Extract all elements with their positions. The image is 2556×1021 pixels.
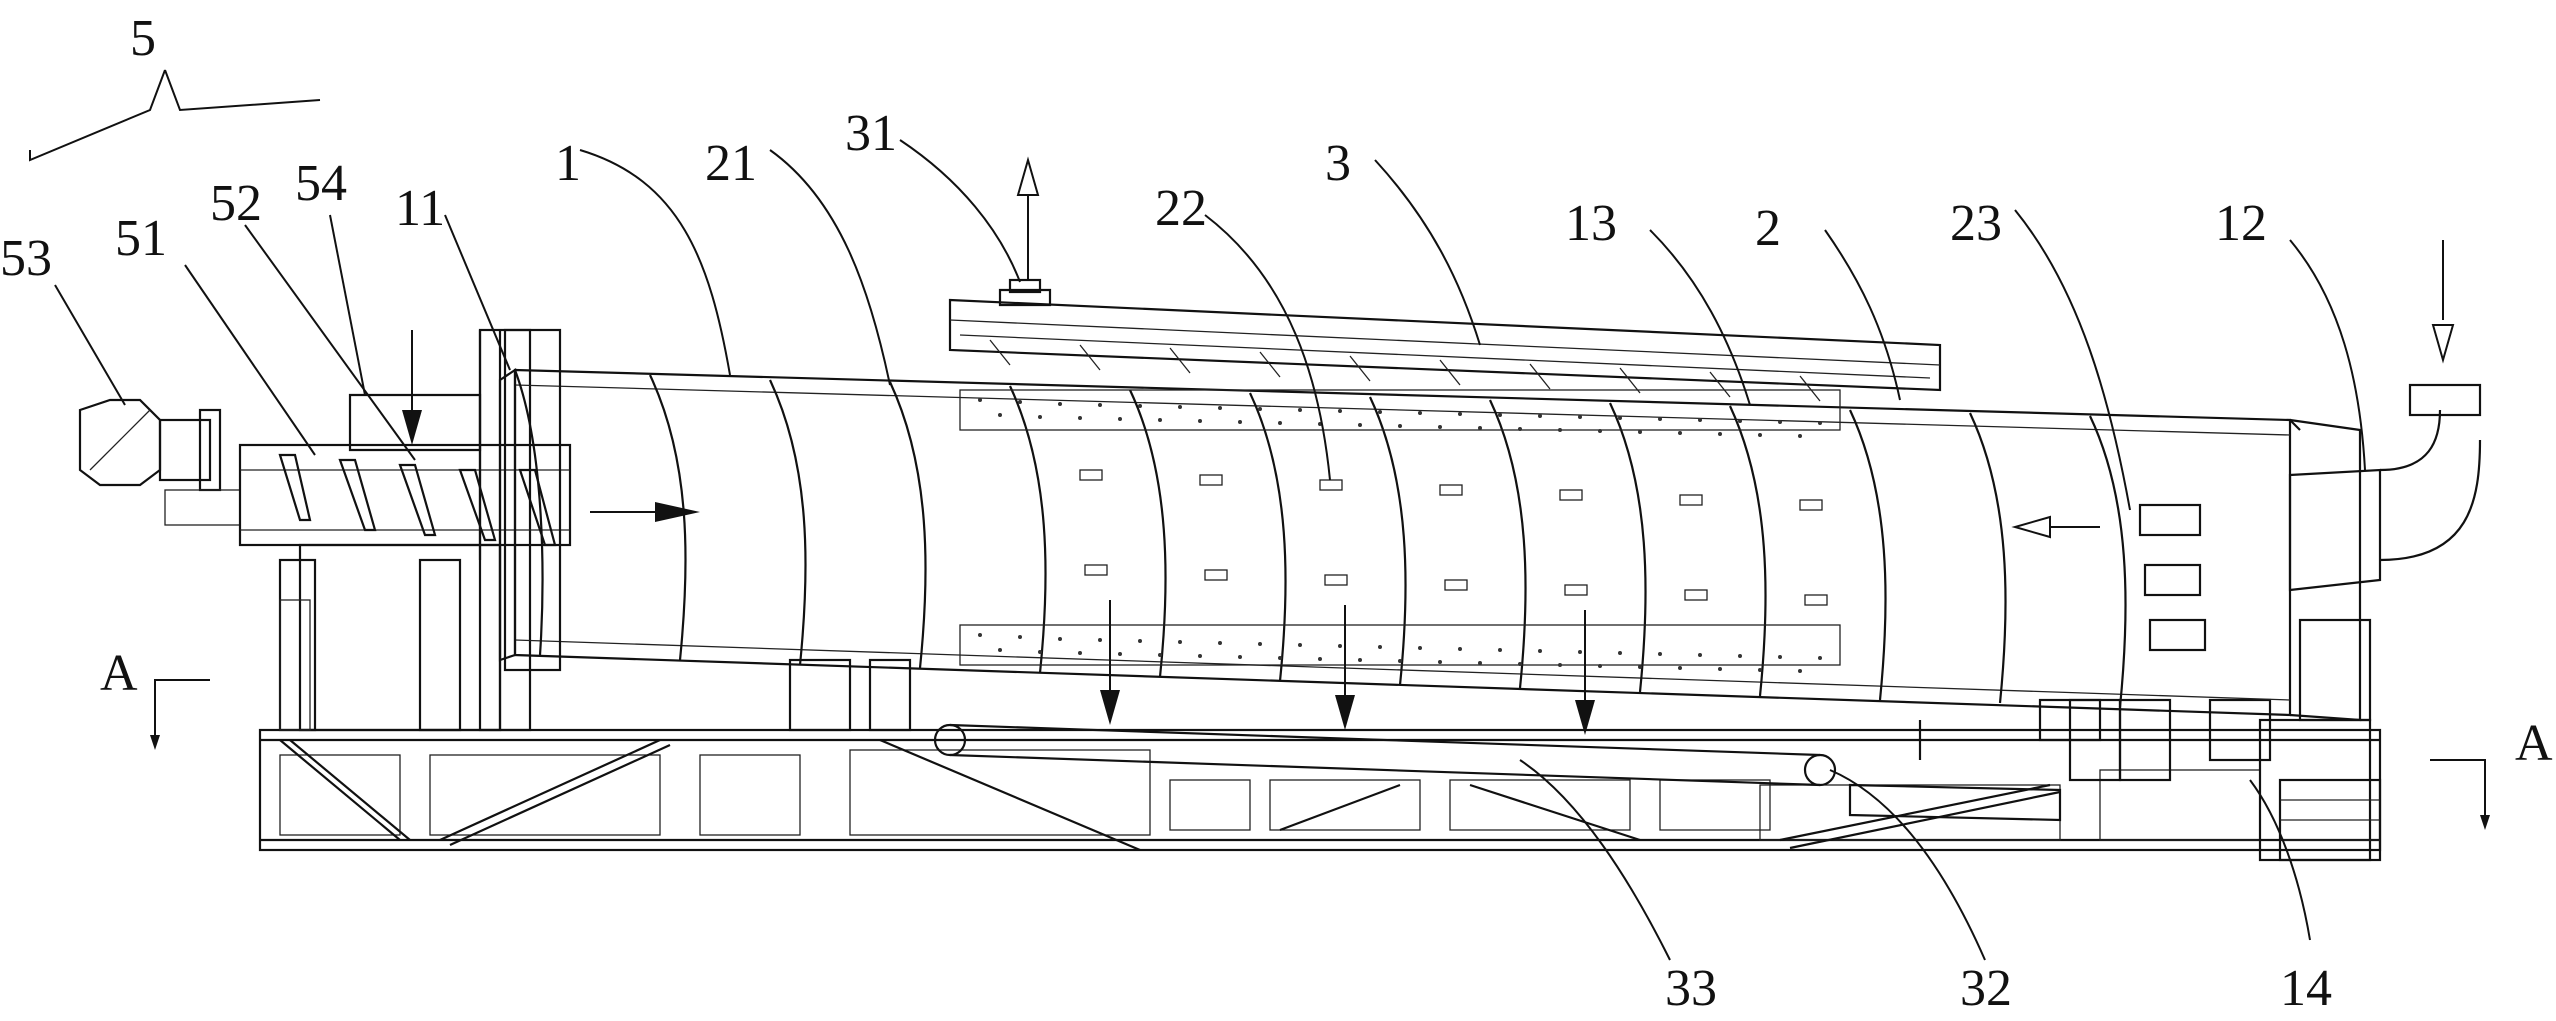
label-14: 14: [2280, 960, 2332, 1017]
section-marks: A A: [100, 645, 2553, 830]
windows: [1079, 469, 1828, 606]
label-5: 5: [130, 10, 156, 67]
label-51: 51: [115, 210, 167, 267]
drum: [498, 328, 2362, 722]
section-mark-left: A: [100, 645, 138, 702]
label-52: 52: [210, 175, 262, 232]
label-2: 2: [1755, 200, 1781, 257]
label-31: 31: [845, 105, 897, 162]
label-3: 3: [1325, 135, 1351, 192]
label-53: 53: [0, 230, 52, 287]
perforations: [978, 398, 1822, 673]
label-21: 21: [705, 135, 757, 192]
feeder-assembly: [78, 330, 572, 732]
supports: [278, 328, 2372, 782]
outlet-chute: [2288, 383, 2482, 592]
section-mark-right: A: [2515, 715, 2553, 772]
label-23: 23: [1950, 195, 2002, 252]
hood: [948, 278, 1942, 402]
label-1: 1: [555, 135, 581, 192]
label-12: 12: [2215, 195, 2267, 252]
label-33: 33: [1665, 960, 1717, 1017]
label-32: 32: [1960, 960, 2012, 1017]
label-13: 13: [1565, 195, 1617, 252]
leader-lines: [29, 69, 2366, 961]
label-22: 22: [1155, 180, 1207, 237]
label-11: 11: [395, 180, 445, 237]
flow-arrows: [402, 156, 2455, 735]
reference-labels: 5 53 51 52 54 11 1 21 31 22 3 13 2 23 12…: [0, 10, 2332, 1017]
conveyor: [933, 723, 2062, 822]
base-frame: [258, 718, 2382, 862]
label-54: 54: [295, 155, 347, 212]
